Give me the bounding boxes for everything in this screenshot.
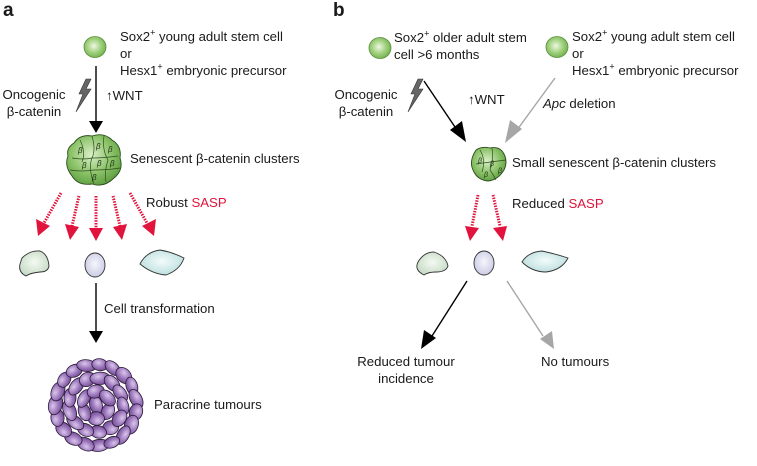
panel-a-graphics: β β β β β β β <box>19 36 185 452</box>
svg-text:β: β <box>483 172 488 179</box>
svg-text:β: β <box>107 145 113 154</box>
svg-text:β: β <box>489 161 494 168</box>
stem-cell-b-older <box>368 37 392 59</box>
arrow-b-oncogenic <box>423 80 458 131</box>
stem-cell-b-young <box>545 36 569 58</box>
cell-lavender-a <box>84 252 106 278</box>
stem-cell-a <box>83 36 107 58</box>
wnt-label-b: ↑WNT <box>468 92 505 107</box>
arrow-b-apc <box>516 77 556 131</box>
young-cell-label-b: Sox2+ young adult stem cell or Hesx1+ em… <box>572 27 739 78</box>
sasp-label-a: Robust SASP <box>146 195 227 210</box>
arrowhead-a-transformation <box>89 331 103 343</box>
svg-text:β: β <box>77 146 83 155</box>
senescent-cluster-a: β β β β β β β <box>66 134 122 186</box>
arrowhead-b-reduced <box>421 330 436 349</box>
arrow-b-none <box>506 280 544 337</box>
outcome-label-a: Paracrine tumours <box>154 397 262 412</box>
tumour-cell <box>103 435 121 449</box>
panel-b-graphics: β β β β <box>368 36 569 349</box>
sasp-arrows-a <box>42 192 149 228</box>
svg-text:β: β <box>497 168 502 175</box>
cluster-label-b: Small senescent β-catenin clusters <box>512 155 717 170</box>
arrow-b-reduced <box>431 280 468 337</box>
source-cell-label-a: Sox2+ young adult stem cell or Hesx1+ em… <box>120 27 287 78</box>
arrowhead-b-apc <box>505 120 522 143</box>
sasp-arrows-b <box>470 194 502 227</box>
svg-text:β: β <box>477 158 482 165</box>
older-cell-label-b: Sox2+ older adult stem cell >6 months <box>394 28 527 62</box>
wnt-label-a: ↑WNT <box>106 88 143 103</box>
lightning-icon <box>407 78 424 113</box>
sasp-arrowheads-a <box>36 219 156 241</box>
svg-text:β: β <box>95 142 101 151</box>
up-arrow-icon: ↑ <box>106 88 113 103</box>
cluster-label-a: Senescent β-catenin clusters <box>130 151 300 166</box>
svg-text:β: β <box>96 159 102 168</box>
svg-text:β: β <box>81 161 87 170</box>
sasp-arrowheads-b <box>465 226 507 241</box>
cell-lavender-b <box>473 250 495 276</box>
paracrine-tumour <box>47 358 144 452</box>
cell-green-b <box>416 251 449 276</box>
senescent-cluster-b: β β β β <box>471 146 507 182</box>
oncogenic-label-b: Oncogenic β-catenin <box>334 87 398 119</box>
oncogenic-label-a: Oncogenic β-catenin <box>2 87 66 119</box>
tumour-cell <box>99 389 116 407</box>
cell-cyan-b <box>521 250 569 273</box>
outcome-reduced-label: Reduced tumour incidence <box>357 354 455 386</box>
apc-deletion-label: Apc deletion <box>543 96 616 111</box>
sasp-label-b: Reduced SASP <box>512 196 604 211</box>
arrowhead-a-wnt <box>89 121 103 133</box>
cell-cyan-a <box>139 249 185 276</box>
outcome-none-label: No tumours <box>541 354 610 369</box>
panel-label-a: a <box>3 0 14 21</box>
lightning-icon <box>75 78 92 113</box>
transformation-label: Cell transformation <box>104 301 215 316</box>
arrowhead-b-oncogenic <box>450 121 466 142</box>
svg-text:β: β <box>91 173 97 182</box>
svg-text:β: β <box>109 159 115 168</box>
cell-green-a <box>19 250 50 277</box>
up-arrow-icon: ↑ <box>468 92 475 107</box>
arrowhead-b-none <box>540 331 554 349</box>
panel-label-b: b <box>333 0 345 21</box>
